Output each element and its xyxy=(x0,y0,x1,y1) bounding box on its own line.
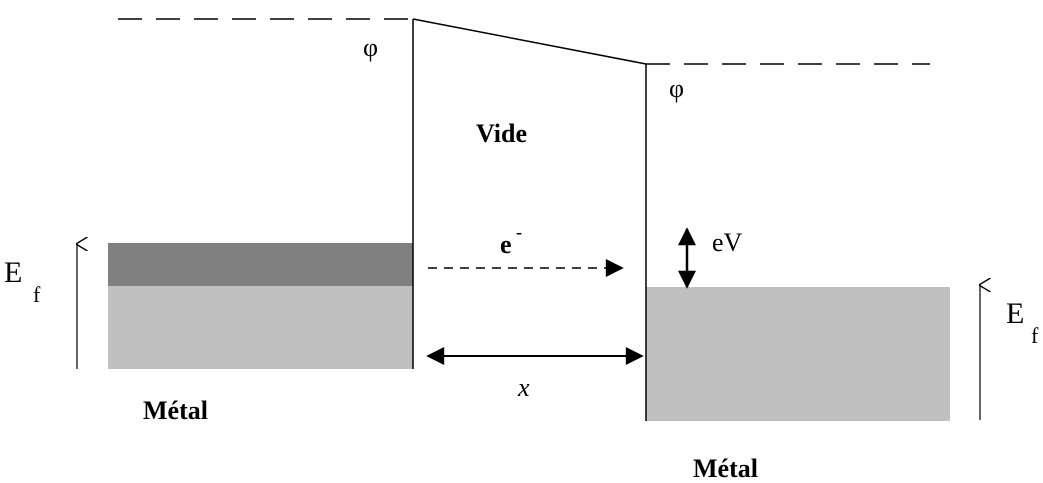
barrier-top xyxy=(412,18,647,65)
left-fermi-subscript: f xyxy=(33,282,41,307)
vacuum-label: Vide xyxy=(476,119,527,148)
right-work-function-label: φ xyxy=(669,74,684,103)
left-fermi-label: E xyxy=(4,256,22,289)
left-metal-label: Métal xyxy=(143,396,208,425)
left-work-function-label: φ xyxy=(363,33,378,62)
right-fermi-subscript: f xyxy=(1031,323,1039,348)
right-fermi-label: E xyxy=(1006,297,1024,330)
ev-label: eV xyxy=(712,228,743,257)
left-metal-lower-band xyxy=(108,286,413,369)
electron-charge-superscript: - xyxy=(516,222,522,242)
left-metal-occupied-band xyxy=(108,243,413,286)
right-metal-label: Métal xyxy=(693,454,758,483)
right-metal-band xyxy=(646,287,950,421)
distance-label: x xyxy=(517,373,530,402)
electron-label: e xyxy=(500,230,512,259)
